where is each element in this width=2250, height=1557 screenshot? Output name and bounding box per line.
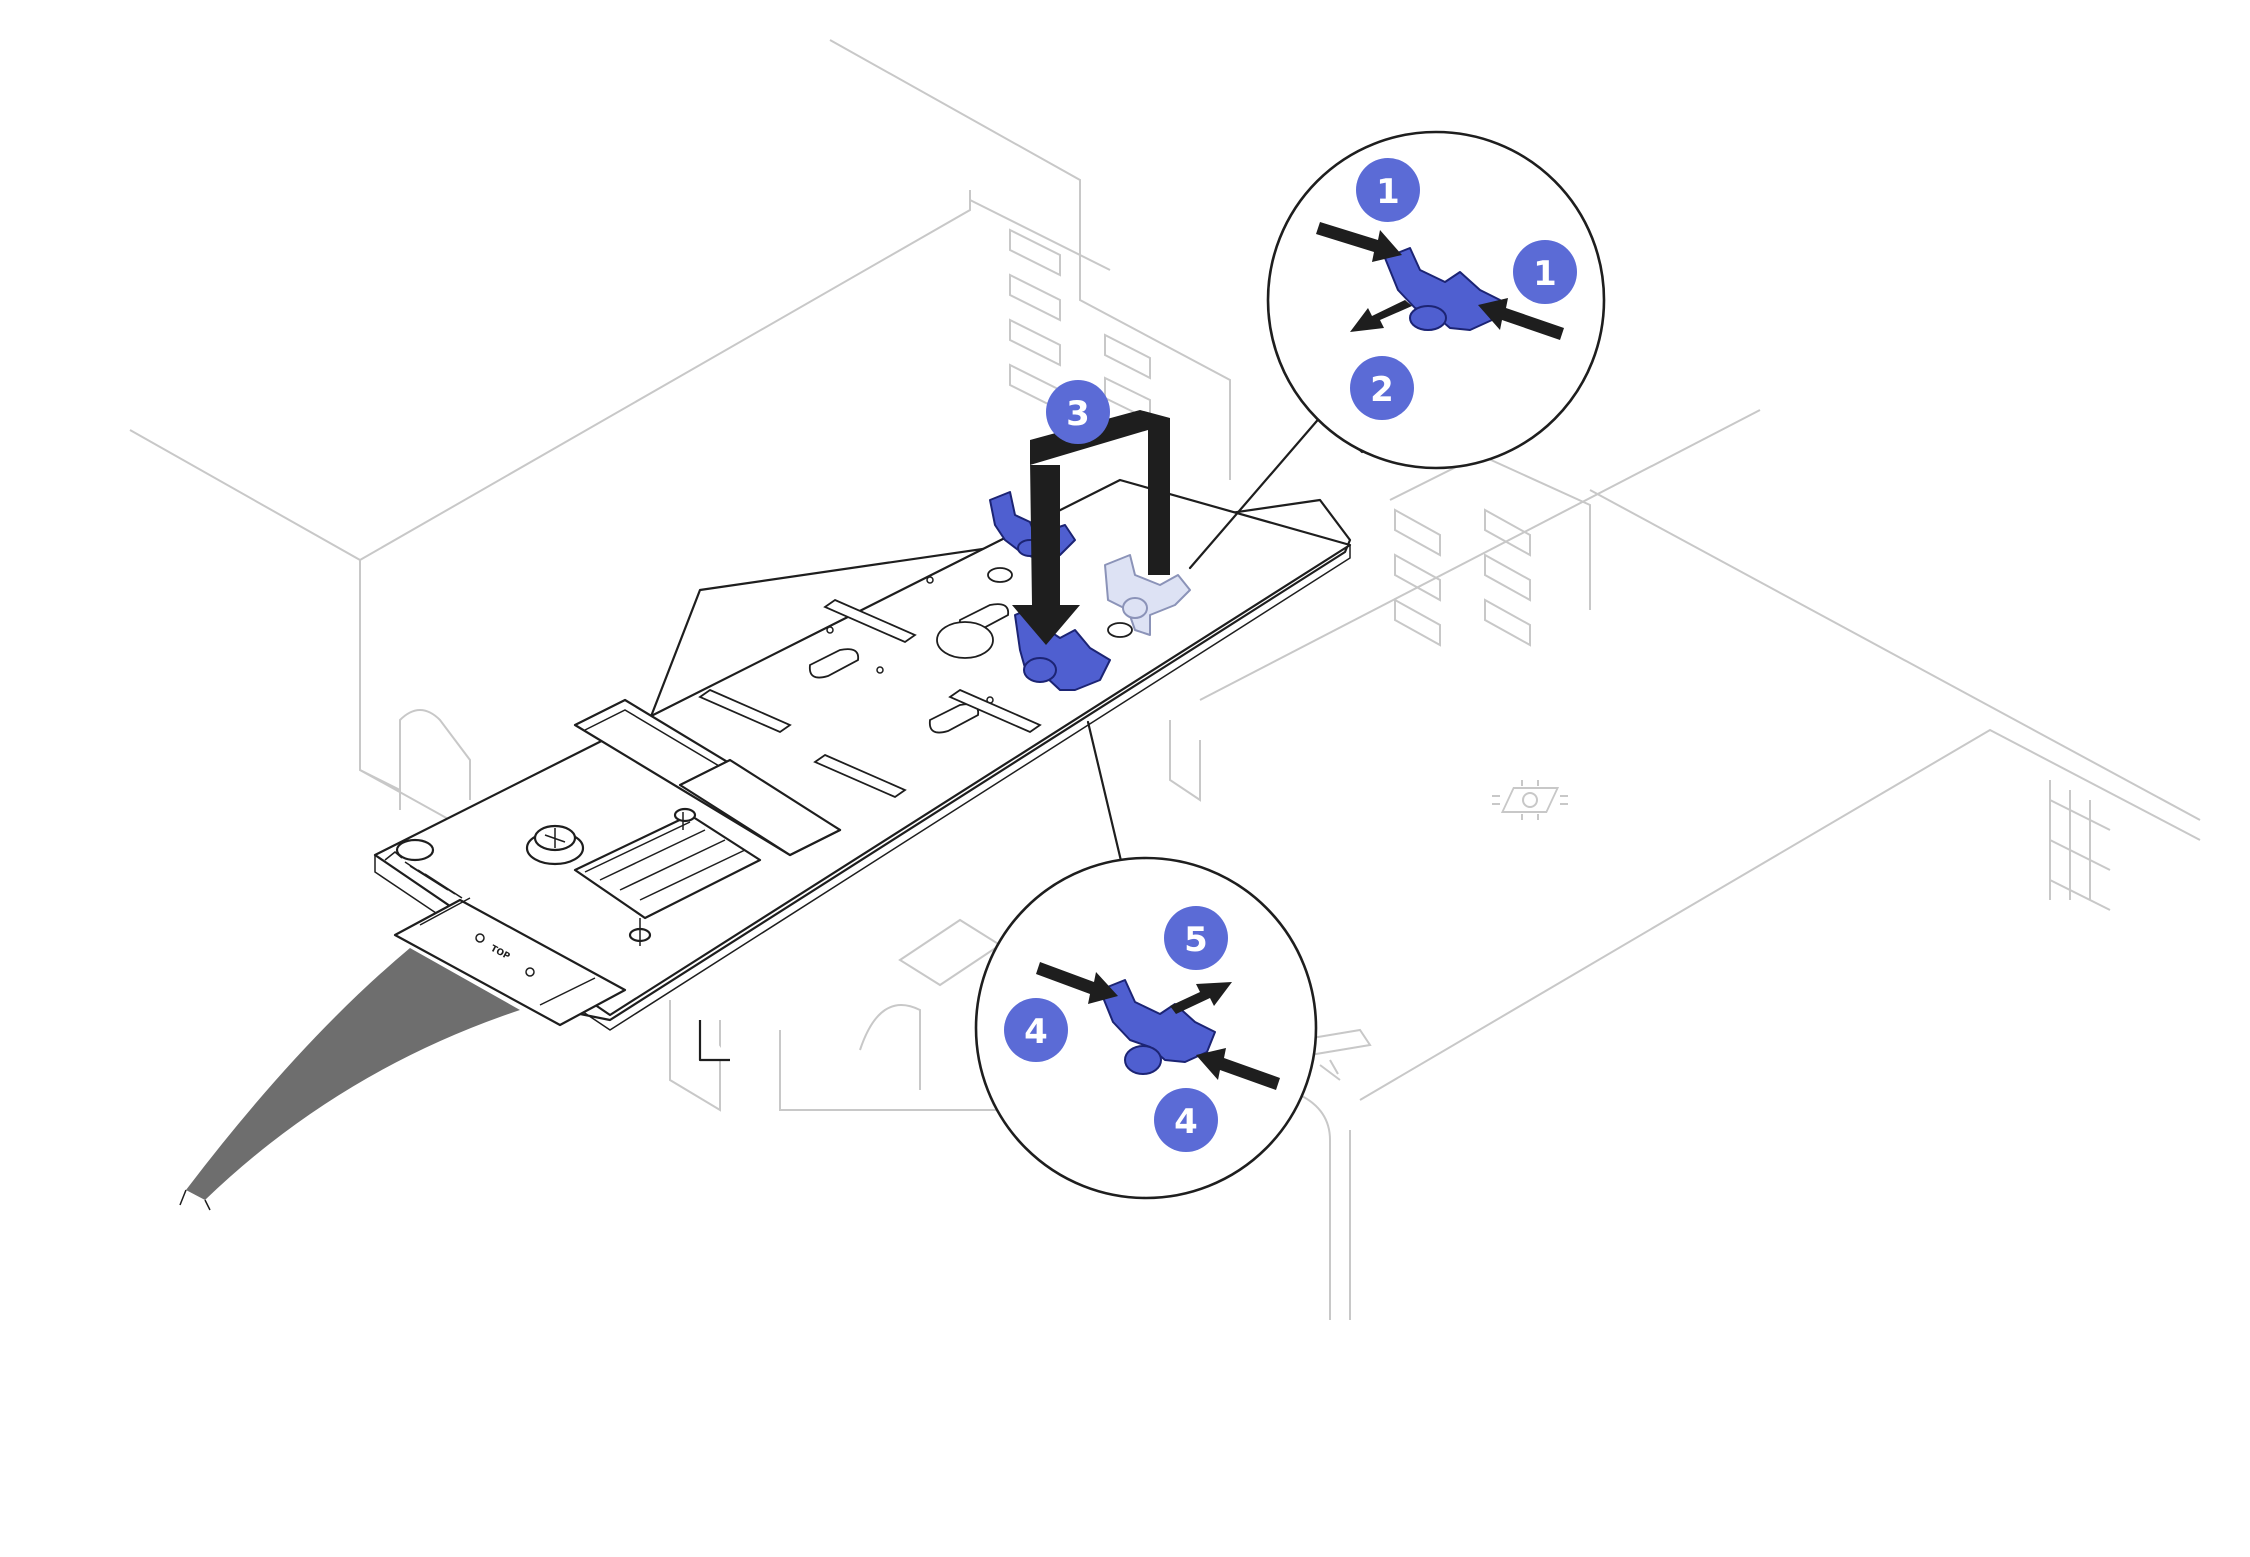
board-capacitor <box>384 838 463 899</box>
svg-text:2: 2 <box>1370 370 1394 410</box>
move-retainer-arrow <box>1012 410 1170 645</box>
svg-text:1: 1 <box>1376 172 1400 212</box>
pull-arrow-icon <box>1170 982 1232 1014</box>
push-arrow-icon <box>1316 222 1402 262</box>
m2-slot-connector <box>573 698 842 857</box>
push-arrow-icon <box>1036 962 1118 1004</box>
svg-text:3: 3 <box>1066 394 1090 434</box>
board-screw <box>525 824 585 866</box>
callout-install-retainer: 5 4 4 <box>974 720 1318 1200</box>
step-badge-4-left: 4 <box>1004 998 1068 1062</box>
svg-text:4: 4 <box>1024 1012 1048 1052</box>
step-badge-4-bottom: 4 <box>1154 1088 1218 1152</box>
retainer-clip-icon <box>1099 979 1216 1063</box>
push-arrow-icon <box>1196 1048 1280 1090</box>
signal-cable: TOP <box>179 897 627 1211</box>
svg-text:4: 4 <box>1174 1102 1198 1142</box>
retainer-previous-position <box>1104 554 1191 636</box>
chip-symbol-icon <box>1492 780 1568 820</box>
step-badge-3: 3 <box>1046 380 1110 444</box>
step-badge-5: 5 <box>1164 906 1228 970</box>
step-badge-1-top: 1 <box>1356 158 1420 222</box>
down-arrow-icon <box>1012 460 1080 645</box>
svg-text:1: 1 <box>1533 254 1557 294</box>
step-badge-2: 2 <box>1350 356 1414 420</box>
callout-release-retainer: 1 1 2 <box>1188 130 1606 570</box>
mounting-keyhole-slots <box>808 567 1133 734</box>
m2-drive <box>573 807 762 946</box>
push-arrow-icon <box>1478 298 1564 340</box>
svg-text:5: 5 <box>1184 920 1208 960</box>
chassis-outline <box>129 39 2201 1320</box>
pull-arrow-icon <box>1350 300 1412 332</box>
step-badge-1-right: 1 <box>1513 240 1577 304</box>
